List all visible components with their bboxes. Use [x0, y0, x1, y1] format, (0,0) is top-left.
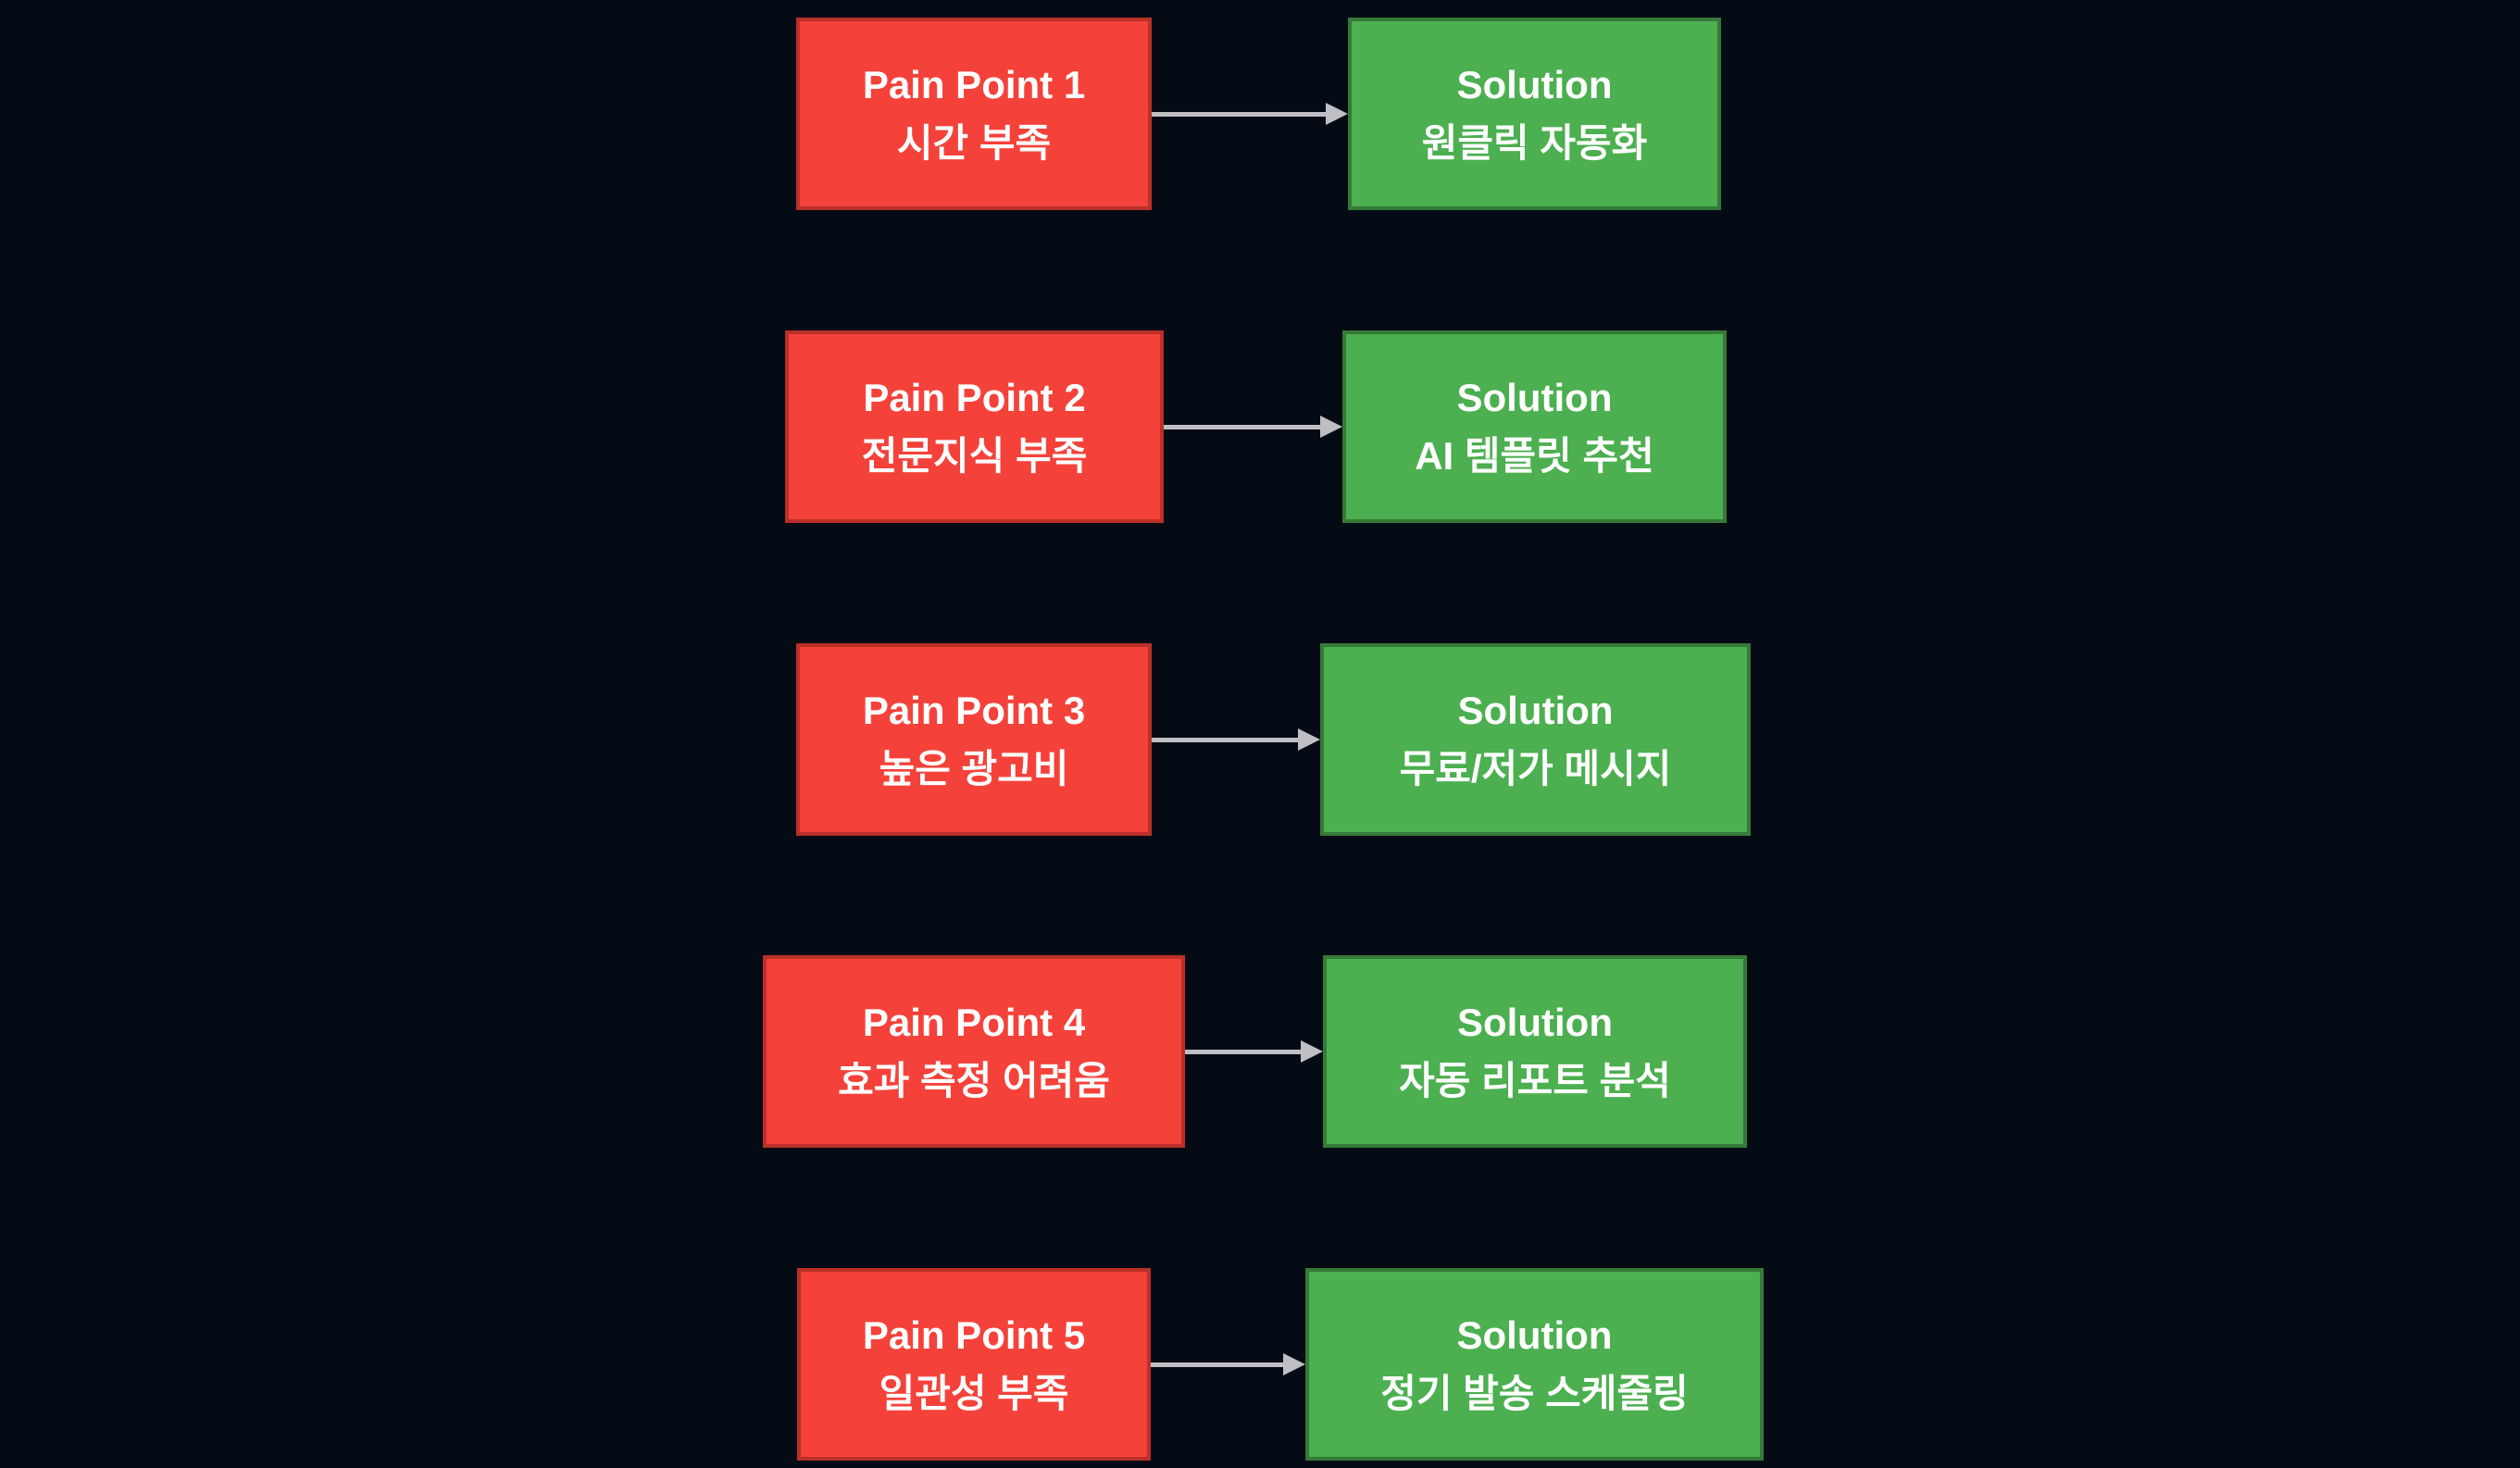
arrow-head [1301, 1040, 1323, 1063]
arrow-head [1326, 103, 1348, 125]
pain-point-subtitle: 시간 부족 [896, 121, 1052, 165]
solution-title: Solution [1456, 63, 1613, 106]
solution-subtitle: 자동 리포트 분석 [1399, 1059, 1671, 1102]
pain-point-title: Pain Point 1 [862, 63, 1086, 106]
pain-point-5-node: Pain Point 5 일관성 부족 [797, 1268, 1151, 1461]
arrow-shaft [1152, 738, 1302, 742]
arrow-head [1283, 1353, 1305, 1375]
solution-subtitle: 정기 발송 스케줄링 [1380, 1372, 1689, 1415]
solution-subtitle: 무료/저가 메시지 [1399, 747, 1672, 790]
arrow-head [1298, 728, 1320, 751]
solution-5-node: Solution 정기 발송 스케줄링 [1305, 1268, 1764, 1461]
solution-1-node: Solution 원클릭 자동화 [1348, 18, 1721, 210]
pain-point-3-node: Pain Point 3 높은 광고비 [796, 643, 1152, 836]
pain-point-title: Pain Point 3 [862, 689, 1086, 732]
solution-subtitle: AI 템플릿 추천 [1415, 434, 1654, 478]
right-arrow-icon [1185, 1040, 1323, 1063]
pain-point-title: Pain Point 4 [862, 1001, 1086, 1044]
arrow-shaft [1152, 112, 1329, 117]
arrow-shaft [1151, 1362, 1287, 1367]
solution-4-node: Solution 자동 리포트 분석 [1323, 955, 1747, 1148]
right-arrow-icon [1152, 728, 1320, 751]
solution-title: Solution [1457, 689, 1614, 732]
pain-point-title: Pain Point 5 [862, 1313, 1086, 1357]
pain-point-title: Pain Point 2 [863, 376, 1086, 419]
pain-point-2-node: Pain Point 2 전문지식 부족 [785, 330, 1164, 523]
arrow-head [1320, 416, 1342, 438]
pain-point-subtitle: 높은 광고비 [879, 747, 1069, 790]
pain-point-subtitle: 효과 측정 어려움 [838, 1059, 1110, 1102]
solution-subtitle: 원클릭 자동화 [1421, 121, 1648, 165]
pain-point-subtitle: 일관성 부족 [879, 1372, 1069, 1415]
solution-title: Solution [1457, 1001, 1613, 1044]
arrow-shaft [1185, 1050, 1304, 1054]
solution-title: Solution [1456, 1313, 1613, 1357]
pain-point-subtitle: 전문지식 부족 [861, 434, 1088, 478]
solution-title: Solution [1456, 376, 1613, 419]
right-arrow-icon [1152, 103, 1348, 125]
solution-2-node: Solution AI 템플릿 추천 [1342, 330, 1727, 523]
pain-point-4-node: Pain Point 4 효과 측정 어려움 [763, 955, 1185, 1148]
pain-point-1-node: Pain Point 1 시간 부족 [796, 18, 1152, 210]
arrow-shaft [1164, 425, 1324, 429]
right-arrow-icon [1151, 1353, 1305, 1375]
solution-3-node: Solution 무료/저가 메시지 [1320, 643, 1751, 836]
right-arrow-icon [1164, 416, 1342, 438]
